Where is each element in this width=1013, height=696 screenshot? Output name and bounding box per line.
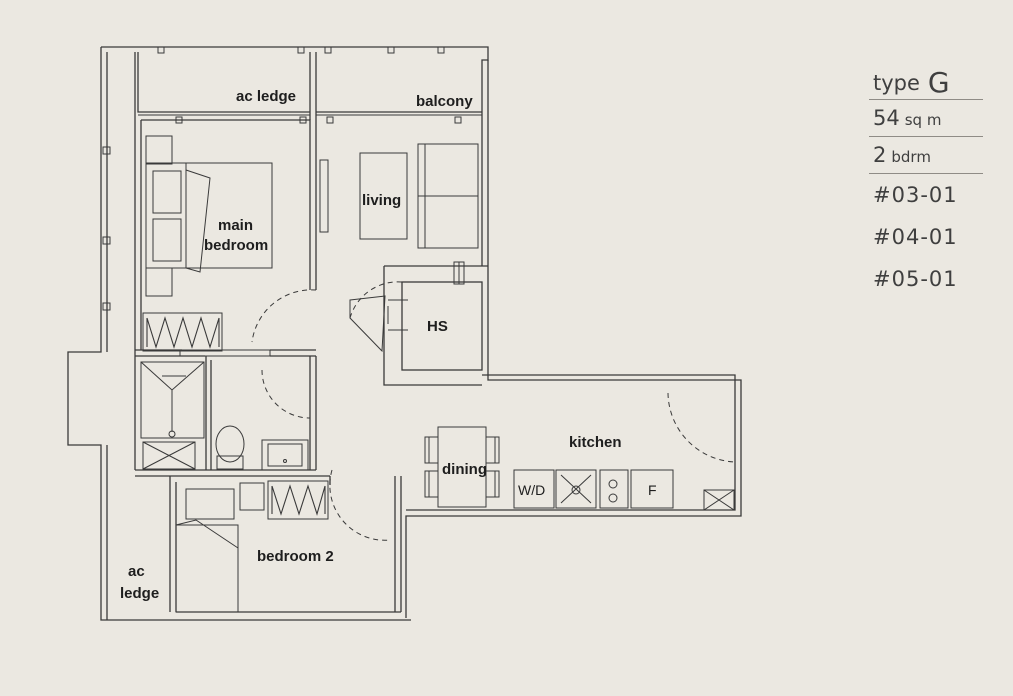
- main-bedroom-label-line2: bedroom: [204, 237, 268, 254]
- balcony-label: balcony: [416, 93, 473, 110]
- bedroom-two: [106, 445, 402, 620]
- kitchen-label: kitchen: [569, 434, 622, 451]
- ac-ledge-bottom-label-line2: ledge: [120, 585, 159, 602]
- living-label: living: [362, 192, 401, 209]
- unit-number-list: #03-01 #04-01 #05-01: [869, 181, 983, 307]
- type-letter: G: [927, 66, 950, 99]
- outer-walls: [67, 46, 742, 621]
- bedrooms-unit: bdrm: [891, 148, 931, 166]
- area-value: 54: [873, 106, 900, 130]
- unit-number: #05-01: [873, 267, 958, 291]
- bedrooms-value: 2: [873, 143, 887, 167]
- type-prefix: type: [873, 71, 920, 95]
- wardrobe-main: [142, 312, 223, 352]
- hs-label: HS: [427, 318, 448, 335]
- living-furniture: [359, 143, 479, 249]
- main-bedroom: [140, 119, 329, 350]
- ac-ledge-bottom-label-line1: ac: [128, 563, 145, 580]
- unit-number: #04-01: [873, 225, 958, 249]
- main-bedroom-label-line1: main: [218, 217, 253, 234]
- washer-dryer-label: W/D: [518, 482, 545, 498]
- door-swings: [251, 289, 736, 541]
- area-unit: sq m: [904, 111, 942, 129]
- dining-label: dining: [442, 461, 487, 478]
- household-shelter: [349, 261, 483, 371]
- unit-number: #03-01: [873, 183, 958, 207]
- corridor-walls: [135, 349, 317, 470]
- window-marks: [102, 146, 111, 311]
- fridge-label: F: [648, 482, 657, 498]
- bathroom: [135, 356, 316, 477]
- unit-type-row: type G: [869, 60, 983, 100]
- top-ledge-balcony: [137, 46, 482, 124]
- kitchen-dining: [424, 426, 735, 511]
- ac-ledge-top-label: ac ledge: [236, 88, 296, 105]
- bedroom-two-label: bedroom 2: [257, 548, 334, 565]
